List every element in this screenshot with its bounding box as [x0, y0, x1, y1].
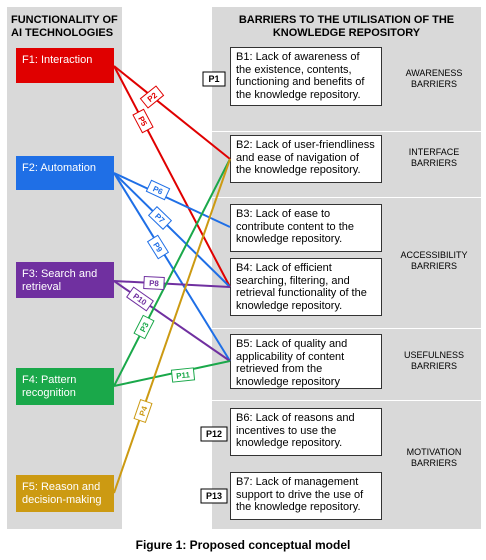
tag-p11: P11 — [170, 367, 196, 383]
barrier-b1: B1: Lack of awareness of the existence, … — [230, 47, 382, 106]
category-motivation: MOTIVATION BARRIERS — [406, 447, 462, 468]
functionality-header: FUNCTIONALITY OF AI TECHNOLOGIES — [11, 14, 118, 39]
svg-text:P6: P6 — [151, 184, 164, 197]
link-p6 — [113, 172, 231, 228]
function-f1-interaction: F1: Interaction — [16, 48, 114, 83]
tag-p7: P7 — [147, 206, 173, 230]
category-divider — [212, 400, 481, 401]
barrier-b2: B2: Lack of user-friendliness and ease o… — [230, 135, 382, 183]
link-p4 — [113, 158, 231, 494]
link-p7 — [113, 172, 231, 288]
category-awareness: AWARENESS BARRIERS — [405, 68, 463, 89]
tag-p2: P2 — [139, 85, 165, 109]
link-p8 — [113, 280, 231, 288]
barrier-b4: B4: Lack of efficient searching, filteri… — [230, 258, 382, 316]
svg-text:P13: P13 — [206, 491, 222, 501]
tag-p12: P12 — [200, 426, 228, 442]
link-p5 — [113, 65, 231, 288]
svg-text:P12: P12 — [206, 429, 222, 439]
svg-text:P8: P8 — [149, 279, 160, 289]
category-divider — [212, 131, 481, 132]
category-divider — [212, 197, 481, 198]
tag-p1: P1 — [202, 71, 226, 87]
svg-text:P1: P1 — [208, 74, 219, 84]
link-p3 — [113, 158, 231, 387]
link-p9 — [113, 172, 231, 362]
function-f3-search-retrieval: F3: Search and retrieval — [16, 262, 114, 298]
barrier-b3: B3: Lack of ease to contribute content t… — [230, 204, 382, 252]
tag-p9: P9 — [146, 234, 170, 260]
category-accessibility: ACCESSIBILITY BARRIERS — [400, 250, 468, 271]
barrier-b7: B7: Lack of management support to drive … — [230, 472, 382, 520]
svg-text:P5: P5 — [136, 115, 149, 128]
barrier-b6: B6: Lack of reasons and incentives to us… — [230, 408, 382, 456]
tag-p4: P4 — [133, 398, 153, 424]
function-f5-reason-decision-making: F5: Reason and decision-making — [16, 475, 114, 512]
tag-p13: P13 — [200, 488, 228, 504]
barrier-b5: B5: Lack of quality and applicability of… — [230, 334, 382, 389]
function-f2-automation: F2: Automation — [16, 156, 114, 190]
tag-p10: P10 — [126, 286, 154, 312]
tag-p6: P6 — [145, 179, 171, 201]
tag-p5: P5 — [132, 108, 154, 134]
figure-caption: Figure 1: Proposed conceptual model — [135, 538, 351, 552]
function-f4-pattern-recognition: F4: Pattern recognition — [16, 368, 114, 405]
svg-text:P3: P3 — [138, 320, 151, 333]
barriers-header: BARRIERS TO THE UTILISATION OF THE KNOWL… — [238, 14, 455, 39]
tag-p3: P3 — [133, 314, 155, 340]
category-divider — [212, 328, 481, 329]
category-usefulness: USEFULNESS BARRIERS — [403, 350, 465, 371]
category-interface: INTERFACE BARRIERS — [408, 147, 460, 168]
svg-text:P4: P4 — [138, 405, 150, 418]
link-p2 — [113, 65, 231, 160]
tag-p8: P8 — [143, 275, 165, 291]
svg-text:P11: P11 — [176, 370, 191, 380]
